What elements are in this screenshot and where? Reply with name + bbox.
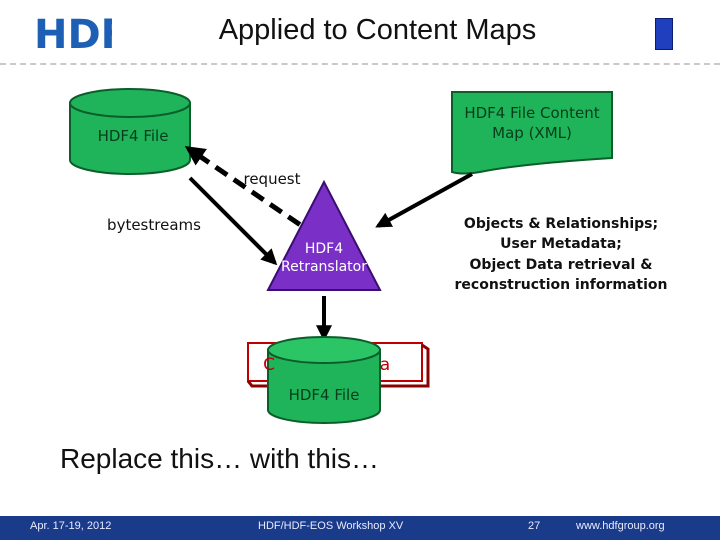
content-map-document xyxy=(451,91,613,175)
content-map-line2: Map (XML) xyxy=(492,123,572,142)
hdf4-file-cylinder-top xyxy=(69,88,191,175)
bytestreams-arrow xyxy=(188,176,278,266)
header-divider xyxy=(0,63,720,65)
corner-bar-icon xyxy=(655,18,673,50)
bytestreams-label: bytestreams xyxy=(107,216,201,234)
retranslator-line2: Retranslator xyxy=(281,259,367,276)
footer-workshop: HDF/HDF-EOS Workshop XV xyxy=(258,520,404,532)
output-box-partial-right: a xyxy=(379,355,391,375)
output-box-partial-left: C xyxy=(263,355,275,375)
retranslator-line1: HDF4 xyxy=(304,241,344,257)
footer-url: www.hdfgroup.org xyxy=(576,520,665,532)
hdf4-file-cylinder-bottom xyxy=(267,336,381,424)
request-label: request xyxy=(243,170,301,188)
output-box-shadow xyxy=(246,343,430,388)
content-map-line1: HDF4 File Content xyxy=(464,104,600,122)
retranslator-label: HDF4 Retranslator xyxy=(266,240,382,276)
replace-caption: Replace this… with this… xyxy=(60,443,380,474)
request-arrow xyxy=(184,145,320,240)
objects-line2: User Metadata; xyxy=(500,236,622,253)
retranslator-triangle xyxy=(266,179,382,291)
logo-text: HDF xyxy=(34,12,112,54)
objects-arrow xyxy=(375,172,473,228)
objects-line1: Objects & Relationships; xyxy=(463,216,659,232)
hdf4-file-bottom-label: HDF4 File xyxy=(288,386,360,404)
footer-page-number: 27 xyxy=(528,520,541,532)
objects-line4: reconstruction information xyxy=(454,276,668,293)
footer-bar xyxy=(0,516,720,540)
hdf4-file-top-label: HDF4 File xyxy=(97,127,169,145)
content-map-label: HDF4 File Content Map (XML) xyxy=(452,104,612,143)
page-title: Applied to Content Maps xyxy=(218,14,537,46)
footer-date: Apr. 17-19, 2012 xyxy=(30,520,112,532)
objects-label: Objects & Relationships; User Metadata; … xyxy=(440,214,682,295)
hdf-logo: HDF xyxy=(34,12,112,54)
objects-line3: Object Data retrieval & xyxy=(469,256,653,273)
